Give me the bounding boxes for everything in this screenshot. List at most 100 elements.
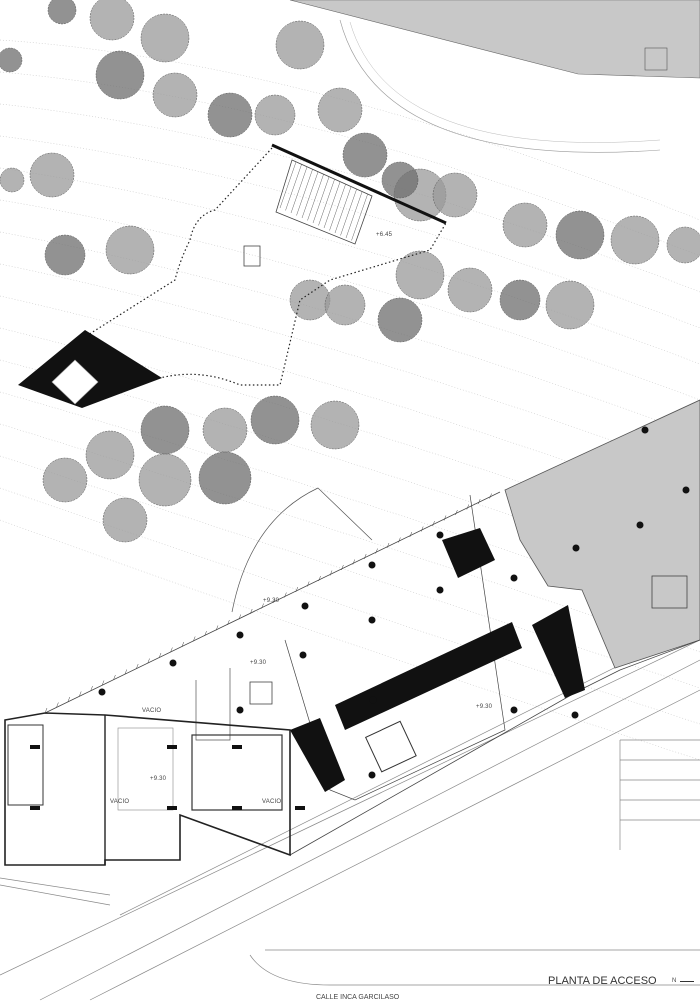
facade-south (289, 639, 700, 856)
facade-mullion (78, 691, 82, 697)
tree-icon (198, 451, 252, 505)
tree-icon (555, 210, 605, 260)
column-icon (232, 745, 242, 749)
lower-building (4, 712, 291, 866)
tree-icon (140, 405, 190, 455)
column-icon (368, 616, 376, 624)
void-1 (117, 727, 174, 811)
path-arc-2 (349, 21, 661, 143)
level-terrace: +9.30 (263, 598, 280, 604)
stair-tread (307, 174, 324, 221)
facade-north (44, 491, 501, 714)
tree-icon (140, 13, 190, 63)
gray-core (651, 575, 688, 609)
column-icon (232, 806, 242, 810)
facade-mullion (432, 520, 435, 527)
service-block-1 (442, 528, 495, 578)
column-icon (436, 531, 444, 539)
facade-mullion (466, 504, 470, 510)
facade-mullion (238, 614, 242, 620)
column-icon (301, 602, 309, 610)
column-icon (236, 706, 244, 714)
level-hall: +9.30 (250, 660, 267, 666)
stair-tread (296, 169, 313, 216)
tree-icon (89, 0, 135, 41)
stair-tread (340, 189, 357, 236)
facade-mullion (375, 548, 378, 554)
column-icon (167, 745, 177, 749)
column-icon (368, 561, 376, 569)
contour-line (0, 455, 700, 689)
facade-mullion (386, 542, 390, 549)
column-icon (572, 544, 580, 552)
stair-structure (275, 159, 373, 245)
facade-mullion (261, 603, 264, 609)
facade-mullion (329, 570, 333, 576)
column-icon (636, 521, 644, 529)
tree-icon (666, 226, 700, 264)
tree-icon (447, 267, 493, 313)
tree-icon (105, 225, 155, 275)
facade-mullion (215, 625, 219, 631)
column-icon (169, 659, 177, 667)
tree-icon (47, 0, 77, 25)
facade-mullion (477, 498, 481, 505)
existing-building-gray (504, 399, 700, 669)
elevator-upper (243, 245, 261, 267)
tree-icon (44, 234, 86, 276)
facade-mullion (363, 553, 367, 560)
column-icon (167, 806, 177, 810)
tree-icon (202, 407, 248, 453)
north-label: N (672, 978, 677, 984)
void-label-1: VACIO (142, 708, 162, 714)
stair-core-left (7, 724, 44, 806)
facade-mullion (101, 680, 105, 686)
facade-mullion (295, 586, 299, 593)
facade-mullion (489, 493, 492, 499)
facade-mullion (90, 685, 93, 692)
column-icon (295, 806, 305, 810)
tree-icon (29, 152, 75, 198)
column-icon (436, 586, 444, 594)
street-name: CALLE INCA GARCILASO (316, 994, 400, 1001)
tree-icon (85, 430, 135, 480)
facade-mullion (409, 531, 413, 538)
column-icon (30, 745, 40, 749)
tree-icon (152, 72, 198, 118)
tree-icon (275, 20, 325, 70)
facade-mullion (170, 647, 173, 653)
stair-tread (290, 166, 308, 214)
tree-icon (138, 453, 192, 507)
terrace-arc (231, 487, 373, 613)
tree-icon (377, 297, 423, 343)
tree-icon (317, 87, 363, 133)
column-icon (30, 806, 40, 810)
facade-mullion (147, 658, 150, 664)
facade-mullion (113, 674, 116, 681)
level-lower-block: +9.30 (150, 776, 167, 782)
level-offices: +9.30 (476, 704, 493, 710)
facade-mullion (341, 564, 344, 571)
column-icon (641, 426, 649, 434)
tree-icon (324, 284, 366, 326)
roads (0, 624, 700, 1001)
stair-tread (334, 186, 352, 234)
retaining-wall (271, 143, 447, 225)
contour-line (0, 391, 700, 617)
stair-tread (323, 181, 341, 229)
contour-line (0, 71, 700, 257)
tree-icon (502, 202, 548, 248)
tree-icon (545, 280, 595, 330)
facade-mullion (204, 630, 207, 637)
facade-mullion (420, 526, 424, 532)
tree-icon (395, 250, 445, 300)
facade-mullion (181, 641, 185, 648)
tree-icon (95, 50, 145, 100)
elevator-lower (249, 681, 273, 705)
stair-tread (285, 164, 302, 211)
stair-tread (351, 194, 368, 241)
tree-icon (310, 400, 360, 450)
facade-mullion (272, 597, 276, 604)
facade-mullion (44, 707, 48, 714)
